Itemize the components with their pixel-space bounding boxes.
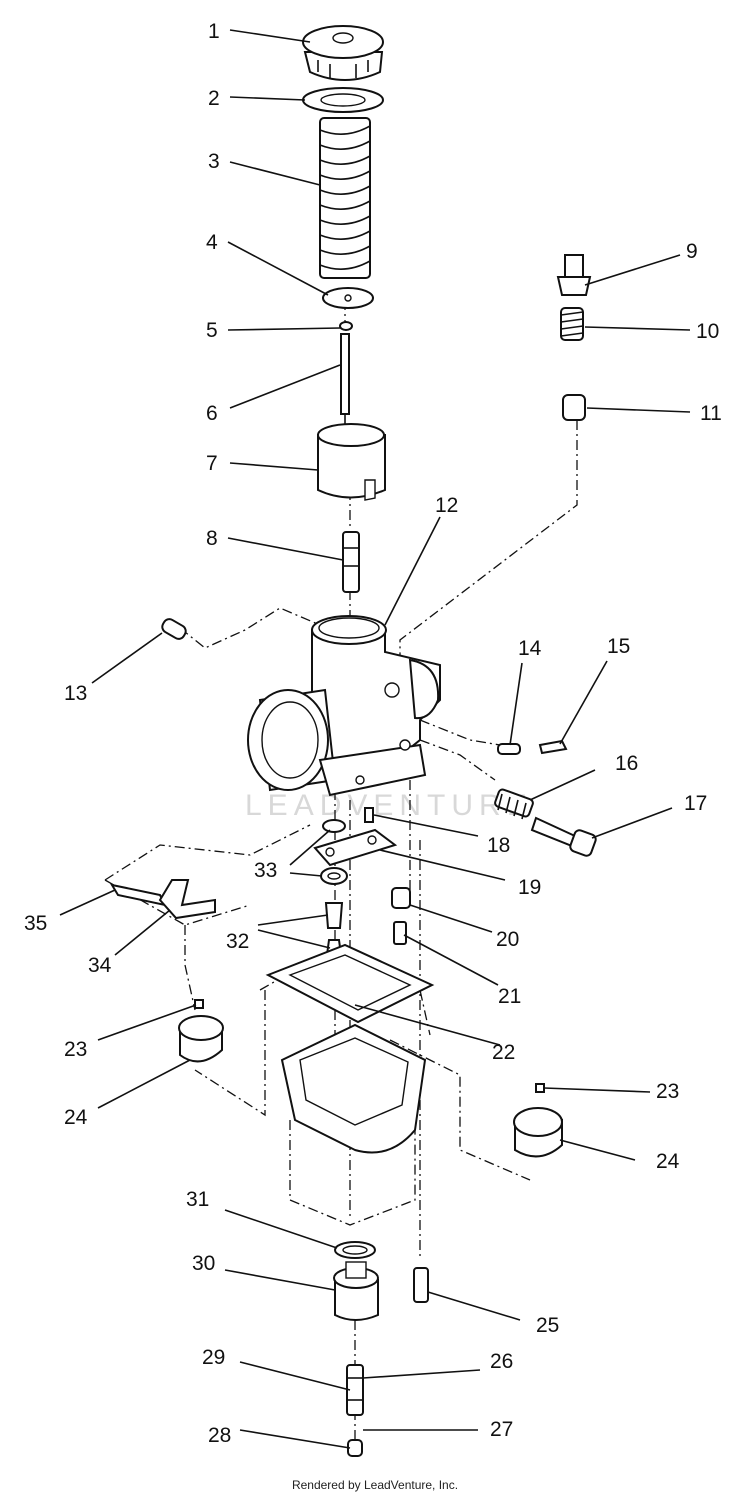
part-bracket bbox=[109, 879, 216, 920]
callout-18: 18 bbox=[487, 834, 510, 857]
assembly-guide-lines bbox=[104, 300, 578, 1440]
part-float-bowl bbox=[280, 1023, 427, 1154]
callout-32: 32 bbox=[226, 930, 249, 953]
part-jet-20 bbox=[391, 887, 411, 909]
part-screw-18 bbox=[364, 807, 374, 823]
callout-33: 33 bbox=[254, 859, 277, 882]
callout-4: 4 bbox=[206, 231, 218, 254]
callout-7: 7 bbox=[206, 452, 218, 475]
part-pilot-screw bbox=[538, 739, 568, 755]
callout-24-right: 24 bbox=[656, 1150, 680, 1173]
callout-11: 11 bbox=[700, 402, 722, 425]
callout-30: 30 bbox=[192, 1252, 215, 1275]
callout-3: 3 bbox=[208, 150, 220, 173]
callout-27: 27 bbox=[490, 1418, 513, 1441]
part-clip bbox=[339, 321, 353, 331]
callout-6: 6 bbox=[206, 402, 218, 425]
callout-8: 8 bbox=[206, 527, 218, 550]
part-idle-screw bbox=[530, 816, 597, 857]
callout-22: 22 bbox=[492, 1041, 515, 1064]
part-plug bbox=[562, 394, 586, 421]
callout-2: 2 bbox=[208, 87, 220, 110]
callout-26: 26 bbox=[490, 1350, 513, 1373]
callout-9: 9 bbox=[686, 240, 698, 263]
watermark: LEADVENTURE bbox=[245, 789, 533, 822]
part-spring bbox=[319, 117, 371, 279]
leader-lines bbox=[59, 29, 691, 1449]
callout-12: 12 bbox=[435, 494, 458, 517]
part-jet-21 bbox=[393, 921, 407, 945]
part-float-left bbox=[178, 1015, 224, 1063]
part-plate-19 bbox=[313, 828, 398, 867]
callout-25: 25 bbox=[536, 1314, 559, 1337]
part-pin-23-right bbox=[535, 1083, 545, 1093]
callout-14: 14 bbox=[518, 637, 542, 660]
part-idle-spring bbox=[494, 788, 534, 820]
part-washer-33 bbox=[320, 819, 348, 885]
part-pin-23-left bbox=[194, 999, 204, 1009]
callout-31: 31 bbox=[186, 1188, 209, 1211]
part-cap bbox=[302, 25, 384, 81]
part-needle bbox=[340, 333, 350, 424]
callout-29: 29 bbox=[202, 1346, 225, 1369]
callout-labels: 1 2 3 4 5 6 7 8 9 10 11 12 13 14 15 16 1… bbox=[24, 20, 722, 1447]
part-throttle-valve bbox=[317, 423, 386, 501]
part-pilot-screw-spring bbox=[497, 743, 521, 755]
part-screw-25 bbox=[413, 1267, 429, 1303]
callout-1: 1 bbox=[208, 20, 220, 43]
callout-16: 16 bbox=[615, 752, 638, 775]
footer-credit: Rendered by LeadVenture, Inc. bbox=[291, 1478, 459, 1492]
part-o-ring bbox=[334, 1241, 376, 1259]
callout-34: 34 bbox=[88, 954, 112, 977]
callout-35: 35 bbox=[24, 912, 47, 935]
callout-24-left: 24 bbox=[64, 1106, 88, 1129]
part-jet-28 bbox=[347, 1439, 363, 1457]
part-needle-jet bbox=[342, 531, 360, 593]
callout-19: 19 bbox=[518, 876, 541, 899]
part-float-right bbox=[513, 1107, 563, 1158]
part-carburetor-body bbox=[247, 615, 441, 797]
part-small-cap bbox=[161, 618, 187, 640]
callout-17: 17 bbox=[684, 792, 707, 815]
part-small-spring bbox=[560, 307, 584, 341]
callout-5: 5 bbox=[206, 319, 218, 342]
part-drain-plug bbox=[333, 1261, 379, 1321]
callout-20: 20 bbox=[496, 928, 519, 951]
callout-23-left: 23 bbox=[64, 1038, 87, 1061]
part-fitting bbox=[556, 254, 592, 296]
part-plate bbox=[322, 287, 374, 309]
callout-23-right: 23 bbox=[656, 1080, 679, 1103]
callout-28: 28 bbox=[208, 1424, 231, 1447]
part-gasket bbox=[265, 943, 435, 1024]
part-washer bbox=[302, 87, 384, 113]
callout-15: 15 bbox=[607, 635, 630, 658]
callout-21: 21 bbox=[498, 985, 521, 1008]
callout-13: 13 bbox=[64, 682, 87, 705]
callout-10: 10 bbox=[696, 320, 719, 343]
